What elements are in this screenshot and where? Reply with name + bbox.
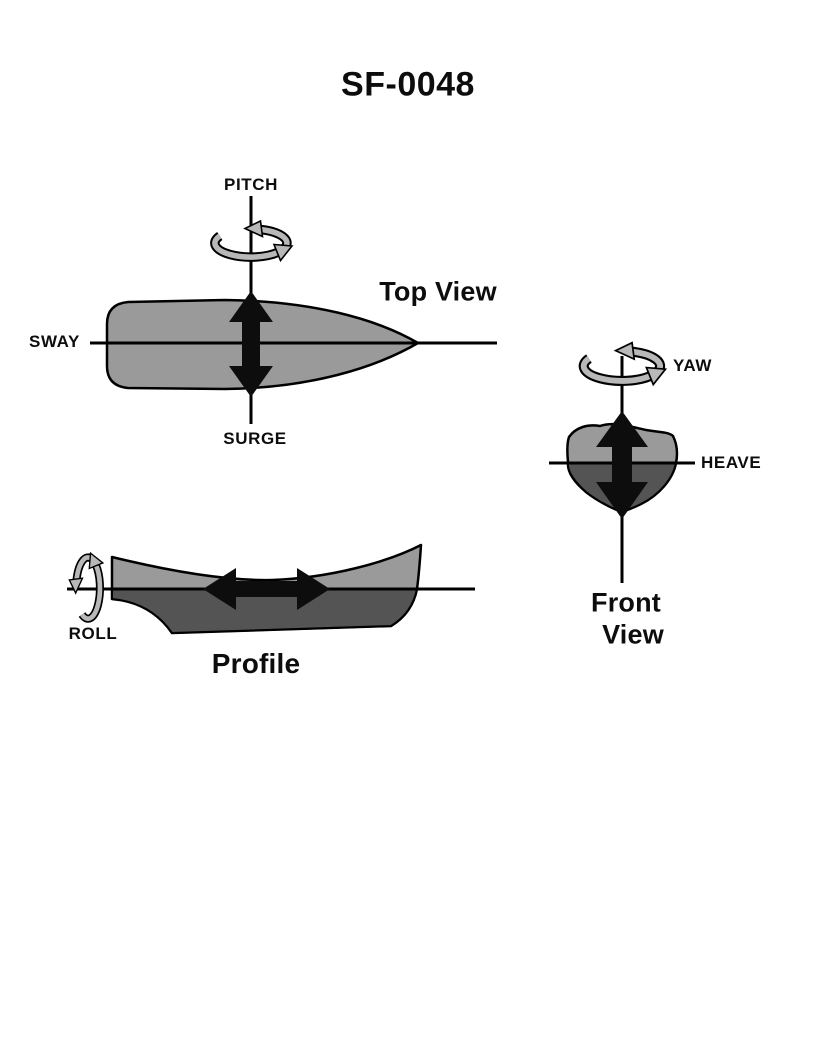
front-view-label-line2: View <box>602 619 664 650</box>
page-title: SF-0048 <box>341 65 475 104</box>
surge-label: SURGE <box>223 429 287 448</box>
yaw-label: YAW <box>673 356 712 375</box>
pitch-label: PITCH <box>224 175 278 194</box>
profile-motion-arrow <box>203 568 330 610</box>
heave-label: HEAVE <box>701 453 762 472</box>
roll-rotation-icon <box>69 553 103 619</box>
yaw-rotation-icon <box>584 343 666 385</box>
surge-arrow <box>229 291 273 397</box>
top-view-label: Top View <box>379 276 497 307</box>
sway-label: SWAY <box>29 332 80 351</box>
pitch-rotation-icon <box>215 221 292 261</box>
roll-label: ROLL <box>68 624 118 643</box>
profile-label: Profile <box>211 648 301 679</box>
front-view-label-line1: Front <box>591 587 661 618</box>
profile-hull-underwater <box>111 588 419 635</box>
heave-arrow <box>596 411 648 519</box>
